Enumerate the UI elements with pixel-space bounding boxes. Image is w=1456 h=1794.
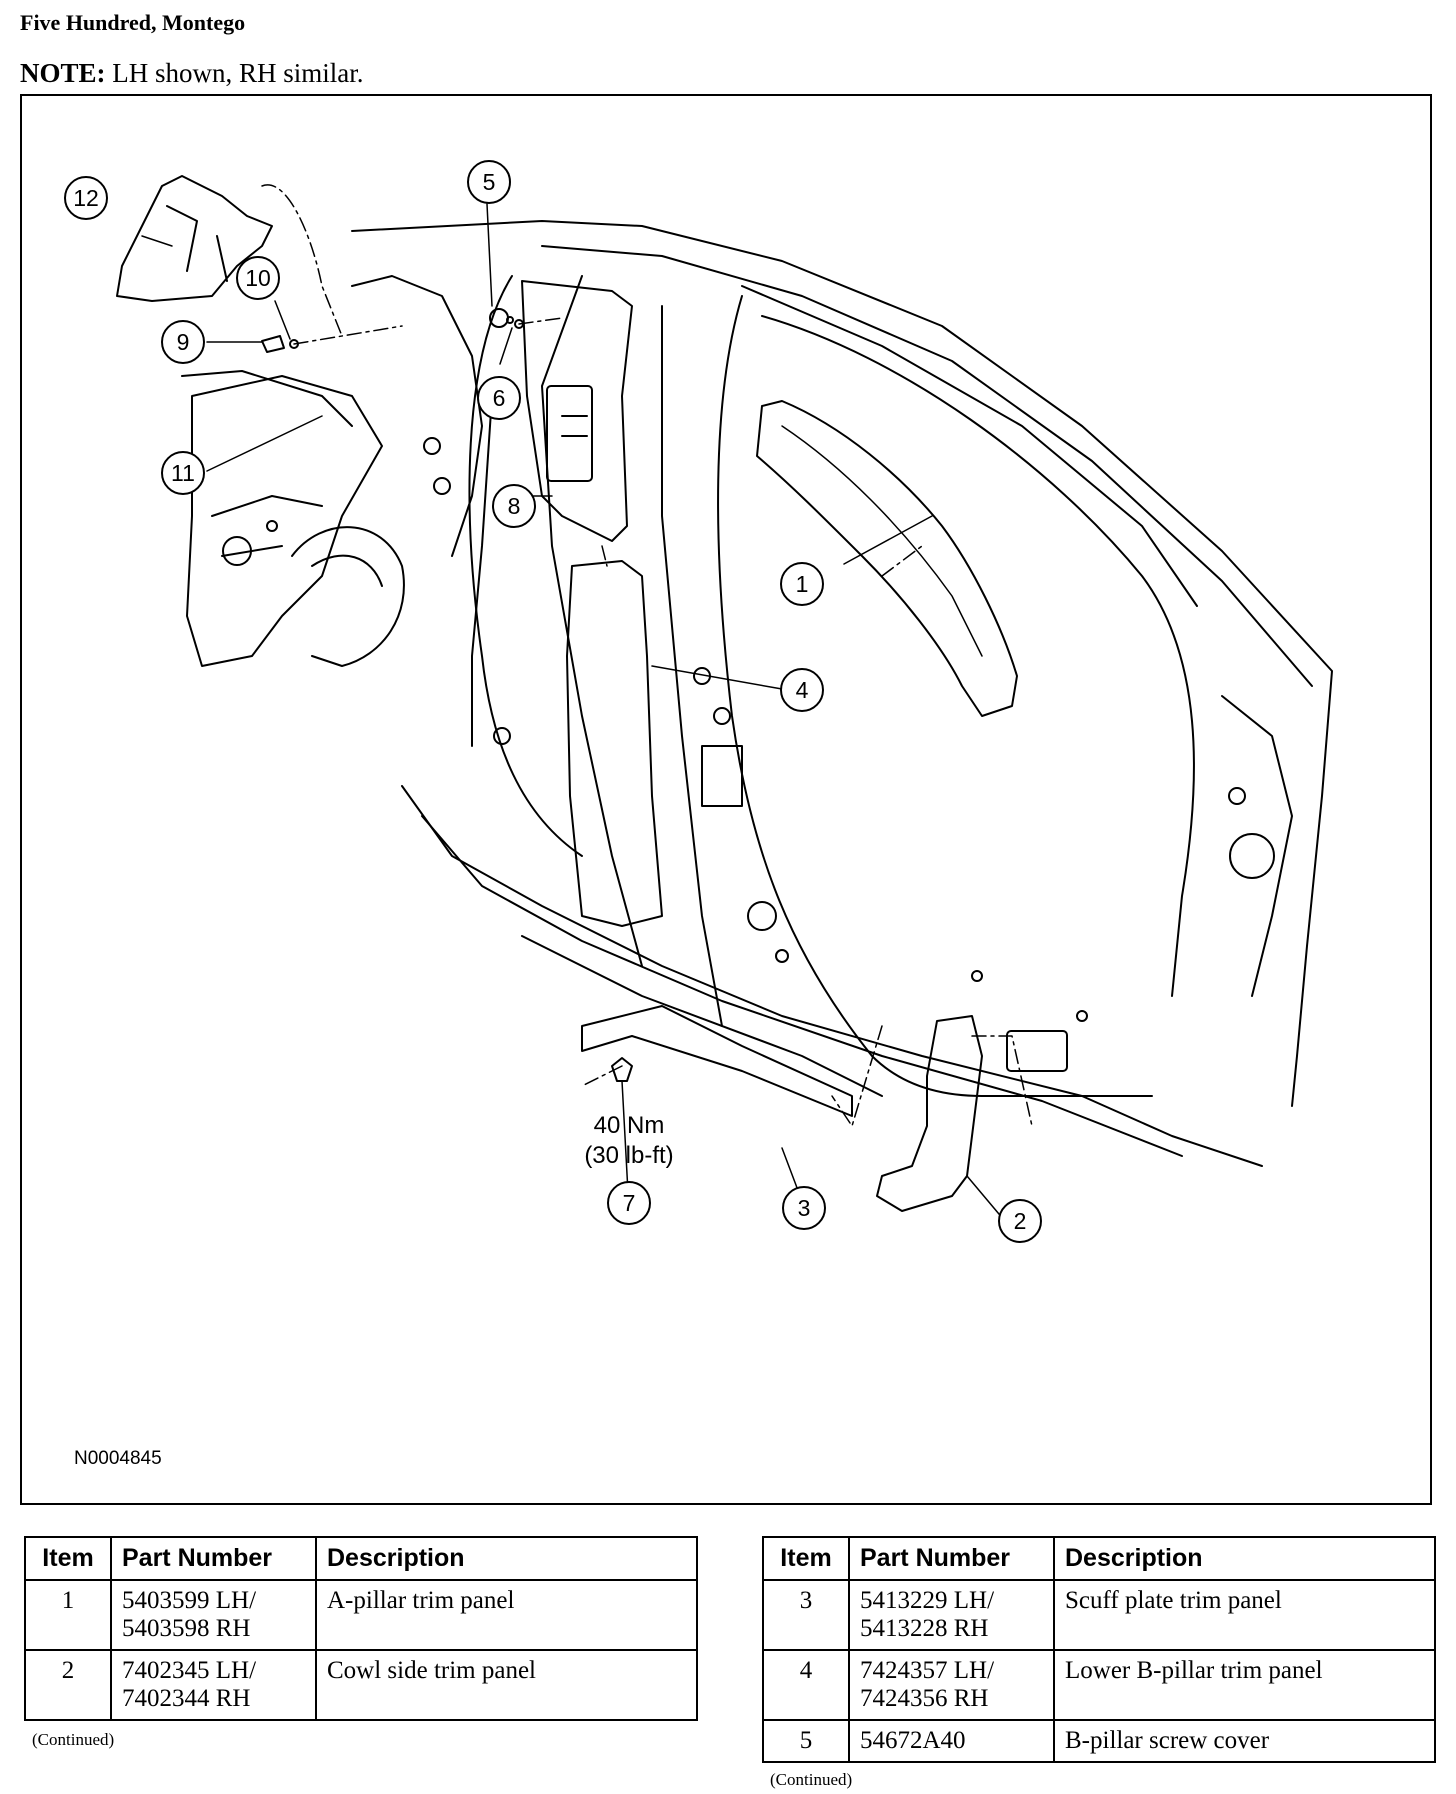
part-number-rh: 5413228 RH xyxy=(860,1615,989,1642)
callout-12: 12 xyxy=(64,176,108,220)
col-part-number: Part Number xyxy=(110,1536,317,1581)
callout-2: 2 xyxy=(998,1199,1042,1243)
torque-spec-lbft: (30 lb-ft) xyxy=(584,1142,674,1169)
table-row: 4 7424357 LH/7424356 RH Lower B-pillar t… xyxy=(762,1649,1436,1721)
cell-part-number: 54672A40 xyxy=(848,1719,1055,1763)
exploded-view-figure: 1 2 3 4 5 6 7 8 9 10 11 12 40 Nm (30 lb-… xyxy=(20,94,1432,1505)
callout-3: 3 xyxy=(782,1186,826,1230)
cell-item: 5 xyxy=(762,1719,850,1763)
cell-part-number: 5413229 LH/5413228 RH xyxy=(848,1579,1055,1651)
col-part-number: Part Number xyxy=(848,1536,1055,1581)
cell-description: Lower B-pillar trim panel xyxy=(1053,1649,1436,1721)
note-text: LH shown, RH similar. xyxy=(105,58,364,88)
torque-spec-nm: 40 Nm xyxy=(593,1112,665,1139)
continued-label-1: (Continued) xyxy=(32,1730,115,1749)
cell-description: A-pillar trim panel xyxy=(315,1579,698,1651)
parts-table-1: Item Part Number Description 1 5403599 L… xyxy=(24,1536,698,1721)
table-header-row: Item Part Number Description xyxy=(762,1536,1436,1581)
callout-6: 6 xyxy=(477,376,521,420)
callout-8: 8 xyxy=(492,484,536,528)
cell-part-number: 5403599 LH/5403598 RH xyxy=(110,1579,317,1651)
cell-description: Scuff plate trim panel xyxy=(1053,1579,1436,1651)
part-number-rh: 7424356 RH xyxy=(860,1685,989,1712)
table-row: 2 7402345 LH/7402344 RH Cowl side trim p… xyxy=(24,1649,698,1721)
col-item: Item xyxy=(762,1536,850,1581)
note: NOTE: LH shown, RH similar. xyxy=(20,58,364,89)
cell-item: 2 xyxy=(24,1649,112,1721)
cell-part-number: 7402345 LH/7402344 RH xyxy=(110,1649,317,1721)
cell-description: B-pillar screw cover xyxy=(1053,1719,1436,1763)
table-row: 5 54672A40 B-pillar screw cover xyxy=(762,1719,1436,1763)
callout-1: 1 xyxy=(780,562,824,606)
parts-table-2: Item Part Number Description 3 5413229 L… xyxy=(762,1536,1436,1763)
cell-part-number: 7424357 LH/7424356 RH xyxy=(848,1649,1055,1721)
part-number-lh: 7424357 LH/ xyxy=(860,1657,995,1684)
part-number: 54672A40 xyxy=(860,1727,966,1754)
callout-9: 9 xyxy=(161,320,205,364)
callout-10: 10 xyxy=(236,256,280,300)
part-number-rh: 5403598 RH xyxy=(122,1615,251,1642)
table-header-row: Item Part Number Description xyxy=(24,1536,698,1581)
callout-4: 4 xyxy=(780,668,824,712)
callout-5: 5 xyxy=(467,160,511,204)
page-title: Five Hundred, Montego xyxy=(20,10,246,35)
note-label: NOTE: xyxy=(20,58,106,88)
body-side-diagram xyxy=(116,175,1333,1221)
callout-7: 7 xyxy=(607,1181,651,1225)
figure-id: N0004845 xyxy=(74,1448,162,1469)
cell-item: 4 xyxy=(762,1649,850,1721)
part-number-lh: 7402345 LH/ xyxy=(122,1657,257,1684)
continued-label-2: (Continued) xyxy=(770,1770,853,1789)
part-number-lh: 5403599 LH/ xyxy=(122,1587,257,1614)
table-row: 1 5403599 LH/5403598 RH A-pillar trim pa… xyxy=(24,1579,698,1651)
col-description: Description xyxy=(1053,1536,1436,1581)
col-description: Description xyxy=(315,1536,698,1581)
part-number-rh: 7402344 RH xyxy=(122,1685,251,1712)
cell-item: 1 xyxy=(24,1579,112,1651)
part-number-lh: 5413229 LH/ xyxy=(860,1587,995,1614)
callout-11: 11 xyxy=(161,451,205,495)
cell-description: Cowl side trim panel xyxy=(315,1649,698,1721)
table-row: 3 5413229 LH/5413228 RH Scuff plate trim… xyxy=(762,1579,1436,1651)
cell-item: 3 xyxy=(762,1579,850,1651)
col-item: Item xyxy=(24,1536,112,1581)
